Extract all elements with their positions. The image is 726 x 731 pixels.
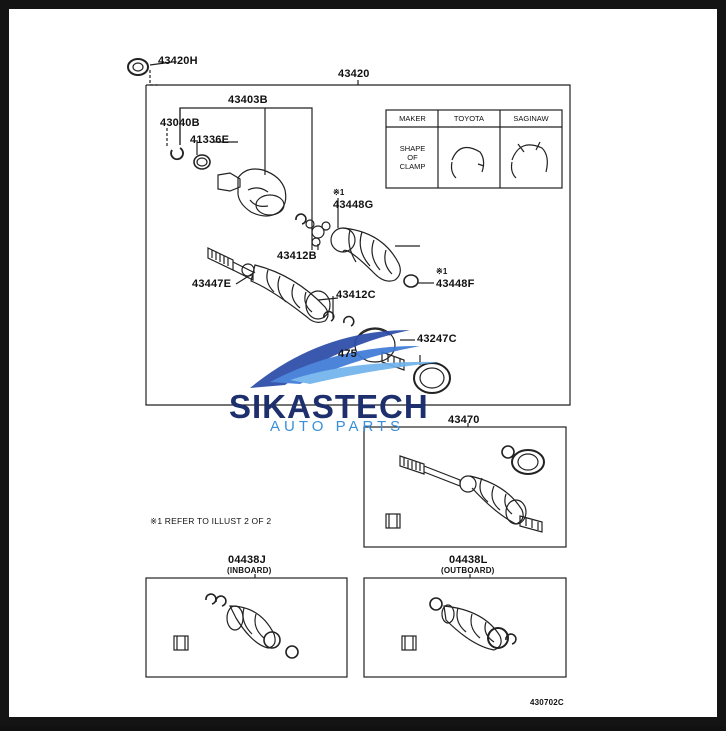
- part-label-43420h: 43420H: [158, 55, 198, 67]
- saginaw-clamp-icon: [511, 144, 548, 173]
- table-header-maker: MAKER: [399, 114, 426, 123]
- part-label-04438j: 04438J: [228, 554, 266, 566]
- illustration-code: 430702C: [530, 698, 564, 707]
- seal-43420h: [127, 58, 149, 76]
- table-shape-of-clamp: SHAPE OF CLAMP: [399, 144, 426, 171]
- part-label-41336e: 41336E: [190, 134, 230, 146]
- snap-ring-43040b: [170, 147, 184, 161]
- inboard-boot-kit-box: [145, 577, 348, 678]
- table-header-toyota: TOYOTA: [453, 114, 485, 123]
- part-label-43448f: 43448F: [436, 278, 475, 290]
- refer-note: ※1 REFER TO ILLUST 2 OF 2: [150, 516, 272, 526]
- part-label-43448g: 43448G: [333, 199, 374, 211]
- watermark-subtitle: AUTO PARTS: [270, 418, 405, 435]
- boot-43448g: [330, 227, 401, 282]
- watermark-title: SIKASTECH: [229, 388, 429, 425]
- main-assembly-box: [145, 84, 571, 406]
- ref-mark-2: ※1: [436, 267, 448, 276]
- part-label-43420: 43420: [338, 68, 370, 80]
- seal-43247c: [413, 362, 451, 394]
- ref-mark-1: ※1: [333, 188, 345, 197]
- inboard-joint-43403b: [217, 168, 287, 217]
- part-label-43412b: 43412B: [277, 250, 317, 262]
- part-label-43412c: 43412C: [336, 289, 376, 301]
- part-label-475: 475: [338, 348, 357, 360]
- inboard-boot-kit: [173, 593, 299, 659]
- part-label-43247c: 43247C: [417, 333, 457, 345]
- drive-shaft-43470: [385, 445, 545, 533]
- tripod-joint: [305, 219, 331, 250]
- watermark-logo: [250, 330, 440, 388]
- outboard-label: (OUTBOARD): [441, 566, 495, 575]
- inboard-label: (INBOARD): [227, 566, 272, 575]
- ring-41336e: [193, 154, 211, 170]
- part-label-43040b: 43040B: [160, 117, 200, 129]
- table-header-saginaw: SAGINAW: [513, 114, 549, 123]
- part-label-43447e: 43447E: [192, 278, 232, 290]
- grease-pack-icon: [385, 513, 401, 529]
- part-label-43403b: 43403B: [228, 94, 268, 106]
- boot-outboard: [250, 264, 331, 323]
- assembly-43470-box: [363, 426, 567, 548]
- part-label-43470: 43470: [448, 414, 480, 426]
- clamp-43448f: [403, 274, 419, 288]
- clamp-shape-table: [385, 109, 563, 189]
- outboard-boot-kit-box: [363, 577, 567, 678]
- part-label-04438l: 04438L: [449, 554, 488, 566]
- outboard-boot-kit: [401, 597, 517, 651]
